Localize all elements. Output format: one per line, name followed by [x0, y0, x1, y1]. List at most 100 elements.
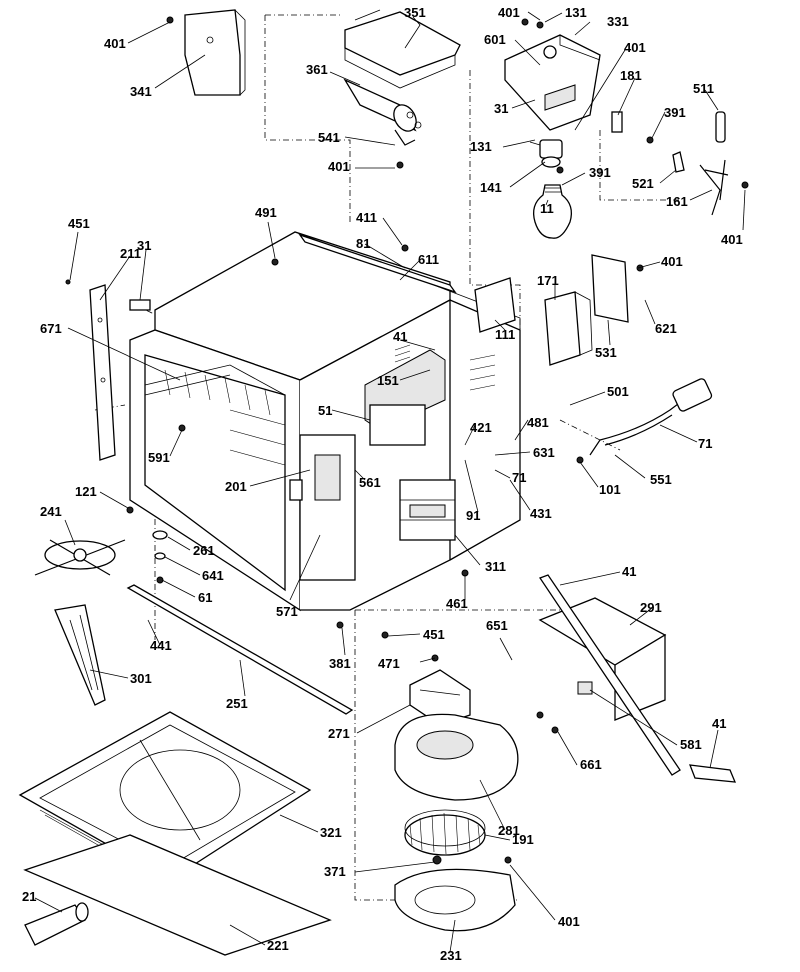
- label-321: 321: [320, 825, 342, 840]
- label-91: 91: [466, 508, 480, 523]
- label-41: 41: [393, 329, 407, 344]
- label-411: 411: [356, 210, 377, 225]
- part-211-side-rail: [89, 284, 116, 461]
- label-71: 71: [512, 470, 526, 485]
- label-131: 131: [565, 5, 587, 20]
- label-191: 191: [512, 832, 534, 847]
- part-361-capacitor: [343, 78, 422, 146]
- label-401: 401: [328, 159, 350, 174]
- part-71-power-cord: [589, 378, 713, 456]
- label-511: 511: [693, 81, 714, 96]
- part-141-lamp-socket: [529, 139, 563, 168]
- label-241: 241: [40, 504, 62, 519]
- part-21-lamp: [24, 902, 89, 946]
- label-311: 311: [485, 559, 506, 574]
- label-341: 341: [130, 84, 152, 99]
- label-381: 381: [329, 656, 351, 671]
- label-351: 351: [404, 5, 426, 20]
- label-611: 611: [418, 252, 439, 267]
- label-401: 401: [498, 5, 520, 20]
- label-661: 661: [580, 757, 602, 772]
- label-71: 71: [698, 436, 712, 451]
- label-211: 211: [120, 246, 141, 261]
- label-61: 61: [198, 590, 212, 605]
- label-401: 401: [721, 232, 743, 247]
- part-161-fuse-holder: [699, 159, 729, 216]
- label-171: 171: [537, 273, 559, 288]
- part-261-coupler: [152, 530, 168, 540]
- label-371: 371: [324, 864, 346, 879]
- label-671: 671: [40, 321, 62, 336]
- main-cabinet: [129, 231, 521, 612]
- label-491: 491: [255, 205, 277, 220]
- label-41: 41: [712, 716, 726, 731]
- label-531: 531: [595, 345, 617, 360]
- label-51: 51: [318, 403, 332, 418]
- label-521: 521: [632, 176, 654, 191]
- label-281: 281: [498, 823, 520, 838]
- label-401: 401: [624, 40, 646, 55]
- label-391: 391: [589, 165, 611, 180]
- label-461: 461: [446, 596, 468, 611]
- part-341-bracket: [184, 9, 246, 96]
- label-141: 141: [480, 180, 502, 195]
- label-291: 291: [640, 600, 662, 615]
- label-161: 161: [666, 194, 688, 209]
- part-171-bracket: [544, 291, 593, 366]
- part-231-cover-plate: [394, 868, 516, 932]
- part-511-fuse: [715, 111, 726, 143]
- label-571: 571: [276, 604, 298, 619]
- label-591: 591: [148, 450, 170, 465]
- label-201: 201: [225, 479, 247, 494]
- label-151: 151: [377, 373, 399, 388]
- part-labels: 401 341 351 361 541 401 401 131 331 601 …: [22, 5, 743, 963]
- label-11: 11: [540, 201, 554, 216]
- label-401: 401: [104, 36, 126, 51]
- label-181: 181: [620, 68, 642, 83]
- label-121: 121: [75, 484, 97, 499]
- part-301-motor-bracket: [54, 604, 106, 706]
- part-181-switch: [611, 111, 623, 133]
- label-81: 81: [356, 236, 370, 251]
- leader-lines: [34, 11, 746, 953]
- part-521-clip: [672, 151, 685, 173]
- part-281-blower-housing: [394, 713, 519, 801]
- part-531-cover: [591, 254, 629, 323]
- label-431: 431: [530, 506, 552, 521]
- label-451: 451: [68, 216, 90, 231]
- part-191-blower-wheel: [404, 809, 486, 856]
- label-481: 481: [527, 415, 549, 430]
- label-271: 271: [328, 726, 350, 741]
- part-331-bracket: [504, 18, 601, 131]
- label-21: 21: [22, 889, 36, 904]
- label-131: 131: [470, 139, 492, 154]
- label-421: 421: [470, 420, 492, 435]
- part-251-grill-rail: [126, 584, 354, 715]
- label-361: 361: [306, 62, 328, 77]
- label-621: 621: [655, 321, 677, 336]
- part-111-insulation: [474, 277, 516, 333]
- label-101: 101: [599, 482, 621, 497]
- label-261: 261: [193, 543, 215, 558]
- part-11-light-bulb: [532, 184, 573, 239]
- label-231: 231: [440, 948, 462, 963]
- label-561: 561: [359, 475, 381, 490]
- label-31: 31: [137, 238, 151, 253]
- label-221: 221: [267, 938, 289, 953]
- label-651: 651: [486, 618, 508, 633]
- label-111: 111: [495, 327, 515, 342]
- label-551: 551: [650, 472, 672, 487]
- part-641-washer: [154, 552, 166, 560]
- part-351-cover: [344, 9, 461, 89]
- part-221-filter-plate: [23, 834, 332, 956]
- label-641: 641: [202, 568, 224, 583]
- label-471: 471: [378, 656, 400, 671]
- label-631: 631: [533, 445, 555, 460]
- label-301: 301: [130, 671, 152, 686]
- label-581: 581: [680, 737, 702, 752]
- label-501: 501: [607, 384, 629, 399]
- label-31: 31: [494, 101, 508, 116]
- label-331: 331: [607, 14, 629, 29]
